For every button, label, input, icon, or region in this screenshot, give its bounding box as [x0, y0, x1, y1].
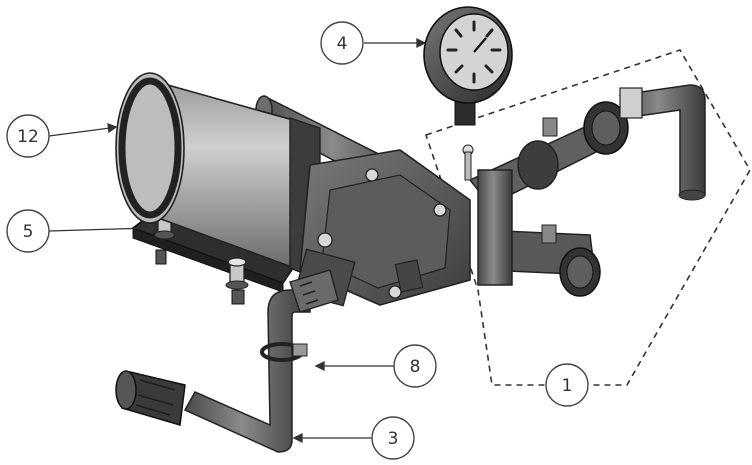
callout-4: 4: [320, 21, 364, 65]
leader-arrow-5: [147, 222, 158, 234]
leader-arrow-4: [416, 37, 427, 49]
manifold-assembly: [462, 101, 629, 297]
outlet-elbow-pipe: [619, 84, 706, 201]
callout-label-5: 5: [23, 222, 34, 242]
leader-line-12: [48, 127, 111, 137]
inlet-fitting: [289, 269, 339, 313]
mounting-bolt-front: [225, 257, 249, 290]
strainer: [115, 370, 186, 426]
callout-8: 8: [393, 344, 437, 388]
pressure-gauge: [423, 6, 513, 126]
callout-label-8: 8: [410, 357, 421, 377]
callout-label-4: 4: [337, 34, 348, 54]
pump-head: [294, 149, 471, 307]
callout-12: 12: [6, 114, 50, 158]
callout-label-12: 12: [17, 127, 39, 147]
leader-arrow-12: [107, 123, 118, 134]
callout-label-3: 3: [388, 429, 399, 449]
inlet-hose: [183, 289, 311, 453]
hose-clamp: [260, 342, 308, 362]
leader-arrow-3: [292, 432, 303, 444]
leader-arrow-8: [314, 360, 325, 372]
leader-line-5: [48, 227, 151, 232]
callout-3: 3: [371, 416, 415, 460]
callout-5: 5: [6, 209, 50, 253]
manifold-group-dashed-outline: [424, 49, 751, 386]
callout-1: 1: [545, 363, 589, 407]
callout-label-1: 1: [562, 376, 573, 396]
